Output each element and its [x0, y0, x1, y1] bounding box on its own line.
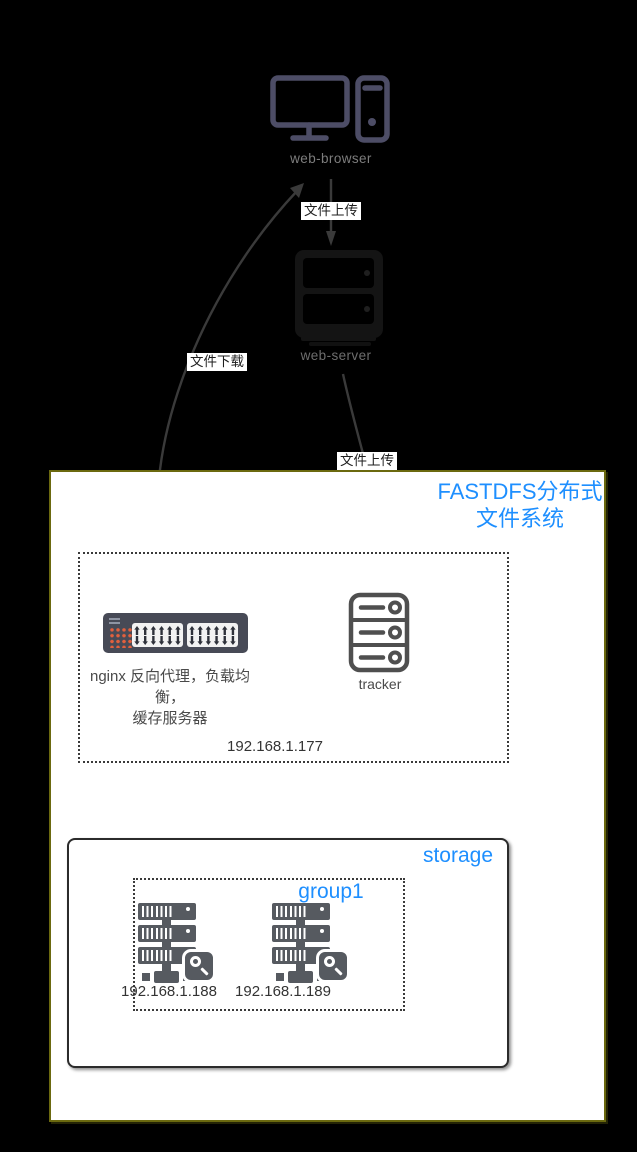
fastdfs-title-line1: FASTDFS分布式 [437, 479, 603, 504]
switch-vent [109, 622, 120, 624]
storage-label: storage [422, 844, 493, 867]
storage-server-icon [272, 903, 352, 987]
fastdfs-title-line2: 文件系统 [475, 506, 564, 531]
storage-server-icon [138, 903, 218, 987]
web-browser-label: web-browser [290, 151, 372, 166]
arrowhead [326, 231, 336, 246]
nginx-caption-line2: 缓存服务器 [132, 710, 208, 727]
tracker-label: tracker [358, 676, 402, 692]
group1-box [133, 878, 405, 1011]
tracker-server-icon [348, 592, 410, 673]
web-browser-icon [270, 75, 390, 143]
web-server-label: web-server [300, 348, 372, 363]
switch-port-panel [187, 623, 238, 647]
nginx-caption-line1: nginx 反向代理，负载均衡， [89, 668, 251, 706]
magnifier-icon [182, 949, 216, 983]
switch-led-grid [108, 626, 132, 648]
web-server-icon [295, 250, 383, 346]
storage-node-ip: 192.168.1.188 [121, 983, 217, 1000]
group1-label: group1 [298, 880, 364, 903]
storage-box: storage group1 192.168.1.188 [67, 838, 509, 1068]
arrowhead [290, 183, 304, 198]
fastdfs-title: FASTDFS分布式 文件系统 [420, 478, 620, 532]
upload-flow-label-top: 文件上传 [301, 202, 361, 220]
tracker-cluster-ip: 192.168.1.177 [227, 738, 323, 755]
switch-vent [109, 618, 120, 620]
upload-flow-label-bottom: 文件上传 [337, 452, 397, 470]
storage-node-ip: 192.168.1.189 [235, 983, 331, 1000]
fastdfs-system-box: FASTDFS分布式 文件系统 nginx 反向代理，负载均衡， [49, 470, 606, 1122]
magnifier-icon [316, 949, 350, 983]
tracker-cluster-box: nginx 反向代理，负载均衡， 缓存服务器 track [78, 552, 509, 763]
download-flow-label: 文件下载 [187, 353, 247, 371]
switch-port-panel [132, 623, 183, 647]
nginx-caption: nginx 反向代理，负载均衡， 缓存服务器 [80, 666, 260, 729]
nginx-switch-icon [103, 613, 248, 653]
